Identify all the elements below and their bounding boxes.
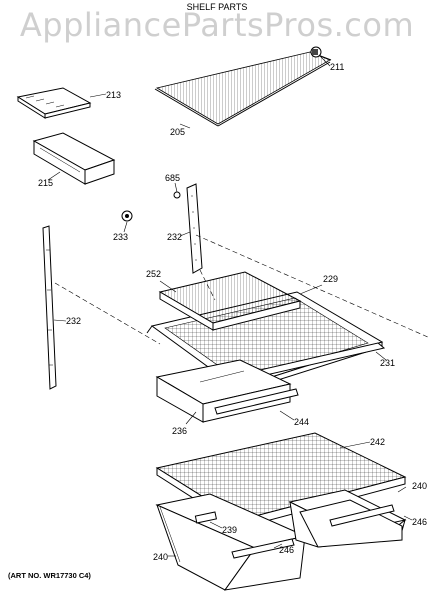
callout-246-right: 246 [412, 517, 428, 527]
shelf-support-232-right [186, 183, 203, 274]
wire-shelf-205 [154, 51, 332, 127]
callout-215: 215 [38, 178, 54, 188]
bin-215 [32, 132, 116, 185]
crisper-drawer-240-right [288, 489, 407, 548]
roller-239 [194, 511, 217, 524]
diagram-title: SHELF PARTS [186, 2, 248, 12]
callout-252: 252 [146, 269, 162, 279]
callout-213: 213 [106, 90, 122, 100]
callout-232-right: 232 [167, 232, 183, 242]
drawer-handle-246-left [231, 538, 295, 559]
callout-246-left: 246 [279, 545, 295, 555]
callout-229: 229 [323, 274, 339, 284]
callout-211: 211 [330, 62, 345, 72]
shelf-cover-252 [158, 271, 302, 331]
callout-231: 231 [380, 358, 396, 368]
callout-244: 244 [294, 417, 310, 427]
callout-239: 239 [222, 525, 238, 535]
egg-tray-213 [16, 87, 92, 119]
shelf-support-232-left [42, 225, 57, 390]
callout-242: 242 [370, 437, 386, 447]
drawer-front-244 [214, 388, 299, 415]
crisper-drawer-240-left [155, 493, 307, 591]
art-number: (ART NO. WR17730 C4) [8, 571, 91, 580]
drawer-handle-246-right [329, 504, 395, 527]
watermark: AppliancePartsPros.com [19, 6, 415, 44]
callout-205: 205 [170, 127, 186, 137]
callout-233: 233 [113, 232, 129, 242]
callout-240-right: 240 [412, 481, 428, 491]
shelf-clip-211 [310, 46, 322, 58]
screw-685 [173, 191, 181, 199]
callout-685: 685 [165, 173, 181, 183]
callout-232-left: 232 [66, 316, 82, 326]
callout-240-left: 240 [153, 552, 169, 562]
callout-236: 236 [172, 426, 188, 436]
bumper-233 [121, 210, 133, 222]
